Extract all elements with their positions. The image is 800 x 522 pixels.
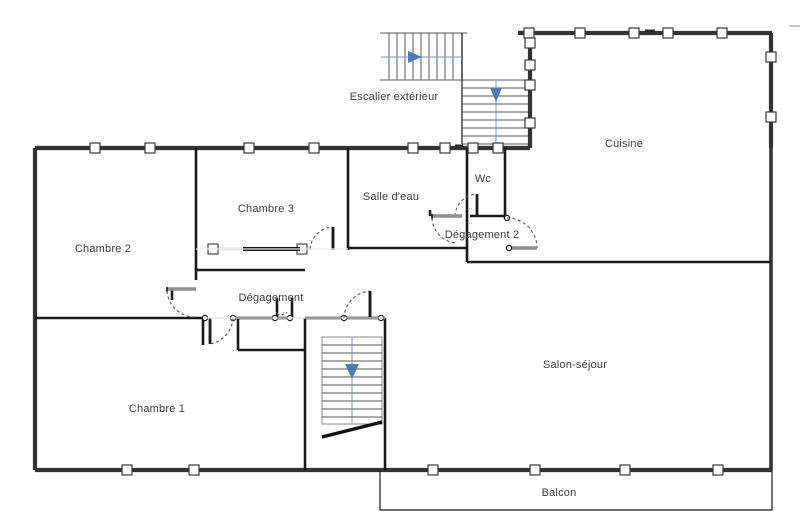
- room-label-wc: Wc: [475, 173, 492, 185]
- door-wc: [454, 193, 479, 217]
- balcon-outline: [379, 470, 773, 511]
- stair-direction-arrow-up-right: [408, 51, 422, 63]
- room-label-chambre-3: Chambre 3: [238, 203, 294, 215]
- escalier-interieur-flight: [321, 336, 383, 439]
- door-salle-d-eau: [431, 214, 462, 244]
- room-label-chambre-1: Chambre 1: [129, 403, 185, 415]
- room-label-escalier-exterieur: Escalier extérieur: [350, 91, 439, 103]
- window-mullions: [455, 29, 655, 148]
- room-label-degagement: Dégagement: [239, 292, 304, 304]
- door-degagement-2: [503, 214, 538, 252]
- room-label-salon-sejour: Salon-séjour: [543, 359, 607, 371]
- escalier-exterieur-lower-flight: [461, 79, 530, 145]
- door-chambre-3: [309, 226, 335, 250]
- door-chambre-2: [166, 287, 196, 318]
- room-label-salle-d-eau: Salle d'eau: [363, 191, 419, 203]
- room-label-cuisine: Cuisine: [605, 138, 643, 150]
- window-frame-markers: [89, 27, 777, 476]
- room-label-chambre-2: Chambre 2: [75, 243, 131, 255]
- escalier-exterieur-upper-flight: [380, 32, 467, 81]
- room-label-balcon: Balcon: [542, 487, 577, 499]
- stair-direction-arrow-down-int: [345, 364, 359, 379]
- room-label-degagement-2: Dégagement 2: [445, 229, 520, 241]
- stair-direction-arrow-down-ext: [490, 88, 502, 102]
- stair-break-line: [321, 420, 383, 439]
